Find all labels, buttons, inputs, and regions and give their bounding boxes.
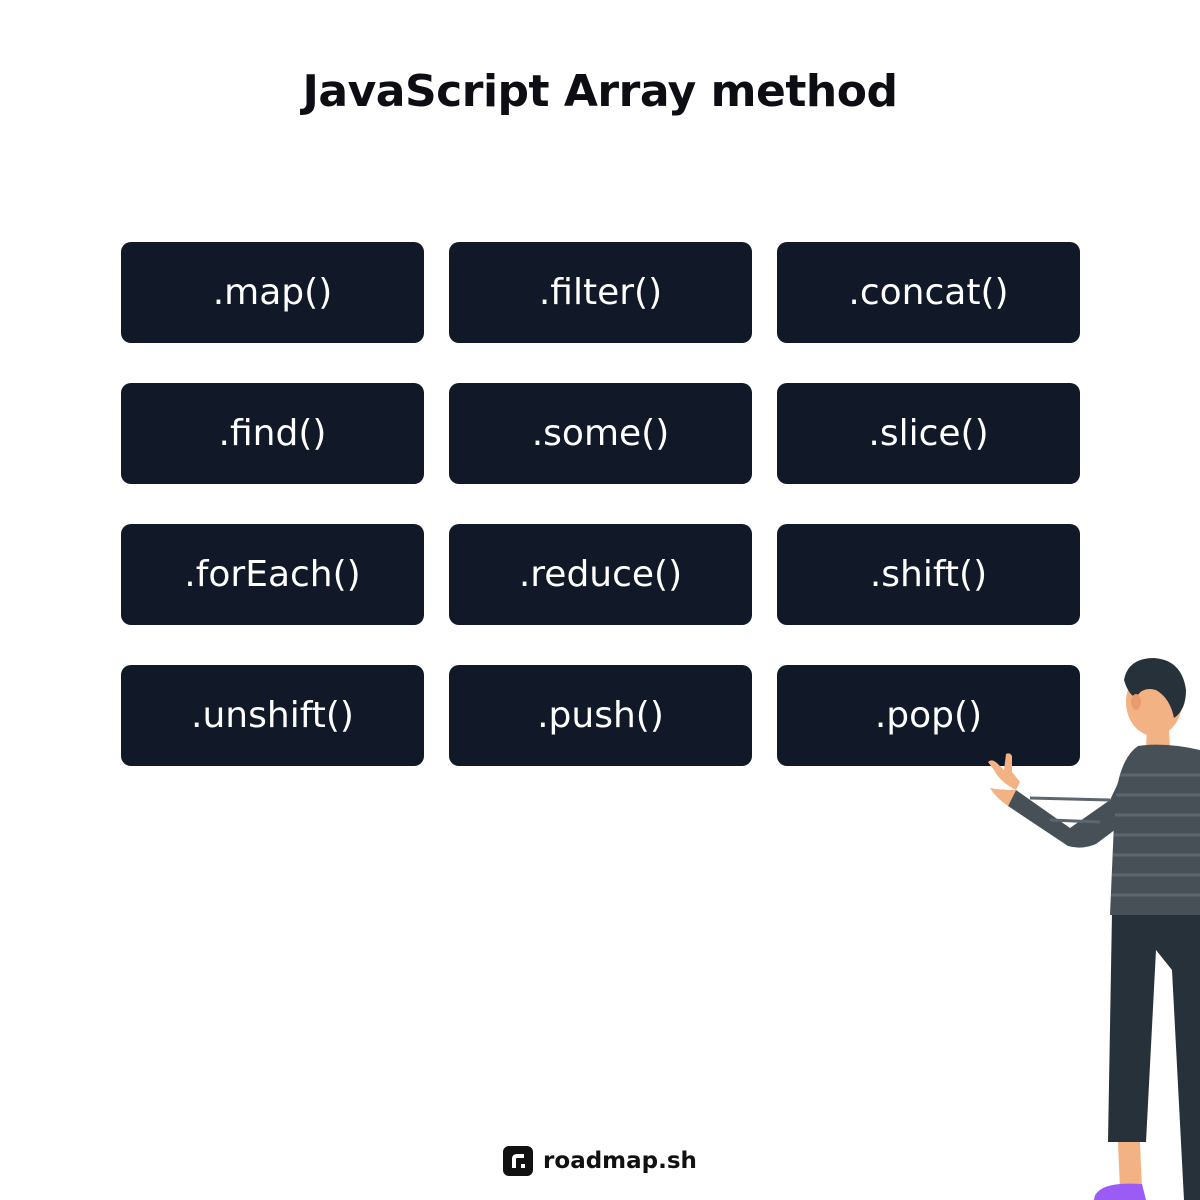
person-ankle — [1118, 1142, 1142, 1190]
method-card-filter[interactable]: .filter() — [449, 242, 752, 343]
person-pants — [1108, 912, 1200, 1200]
person-torso — [1110, 744, 1200, 915]
method-card-pop[interactable]: .pop() — [777, 665, 1080, 766]
method-card-find[interactable]: .find() — [121, 383, 424, 484]
methods-grid: .map() .filter() .concat() .find() .some… — [121, 242, 1080, 766]
person-arm — [1008, 758, 1130, 848]
method-card-concat[interactable]: .concat() — [777, 242, 1080, 343]
method-card-unshift[interactable]: .unshift() — [121, 665, 424, 766]
shirt-stripes — [1029, 773, 1200, 897]
method-card-map[interactable]: .map() — [121, 242, 424, 343]
roadmap-logo-icon — [503, 1146, 534, 1176]
method-card-shift[interactable]: .shift() — [777, 524, 1080, 625]
method-card-slice[interactable]: .slice() — [777, 383, 1080, 484]
pointing-person-illustration — [988, 658, 1200, 1200]
method-card-push[interactable]: .push() — [449, 665, 752, 766]
person-shoe — [1094, 1183, 1146, 1200]
method-card-some[interactable]: .some() — [449, 383, 752, 484]
brand-name: roadmap.sh — [543, 1148, 697, 1174]
person-hand — [988, 753, 1020, 806]
brand-footer[interactable]: roadmap.sh — [0, 1146, 1200, 1176]
page-title: JavaScript Array method — [302, 66, 898, 117]
method-card-reduce[interactable]: .reduce() — [449, 524, 752, 625]
person-hair — [1124, 658, 1186, 718]
method-card-foreach[interactable]: .forEach() — [121, 524, 424, 625]
person-ear — [1131, 694, 1141, 710]
